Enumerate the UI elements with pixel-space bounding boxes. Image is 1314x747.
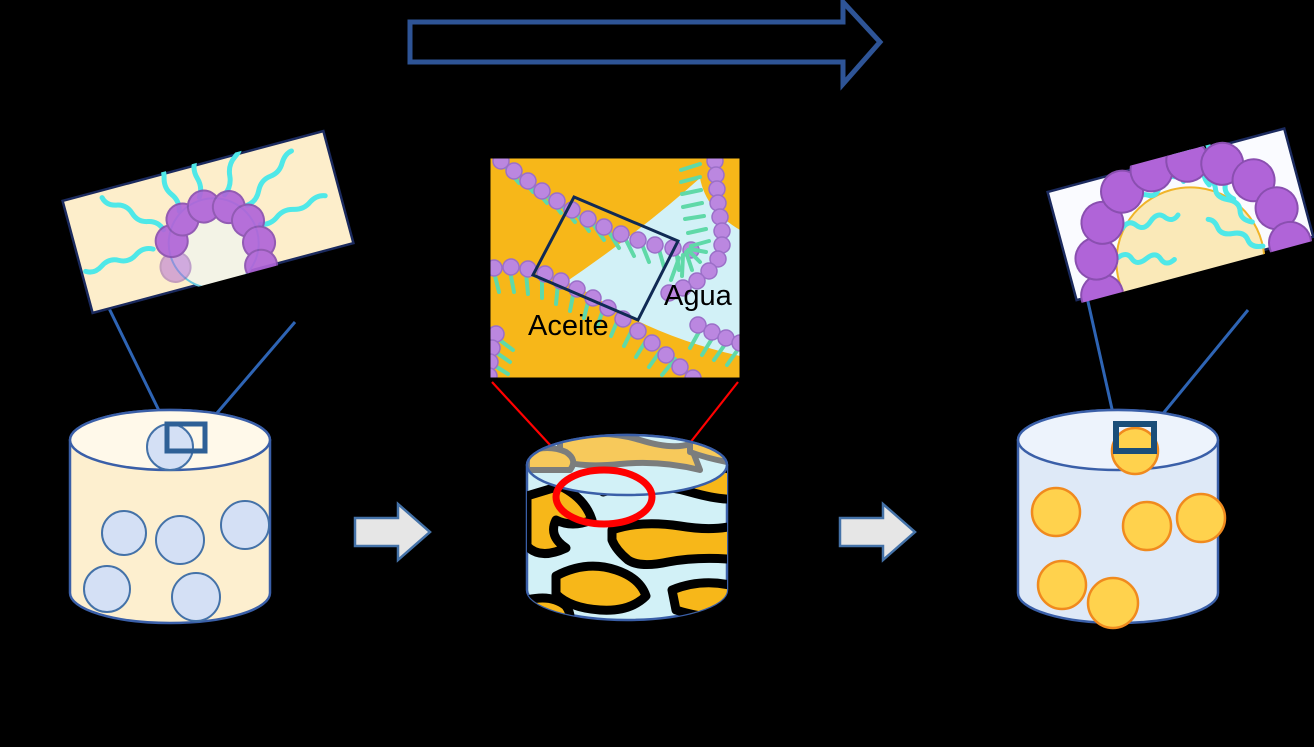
surfactant-layer-2 [490, 258, 702, 378]
vessel-oil-in-water [1016, 408, 1227, 630]
surfactant-layer-3 [660, 158, 731, 302]
highlight-ellipse [552, 466, 656, 528]
surfactant-tails [83, 127, 328, 275]
surfactant-layer-4 [688, 316, 740, 367]
oil-droplets [1030, 426, 1227, 630]
surfactant-heads [154, 189, 279, 283]
surfactant-layer-5 [490, 325, 515, 378]
stage-3-group [1016, 124, 1314, 630]
main-process-arrow [407, 0, 884, 91]
reverse-micelle-inset [61, 127, 355, 315]
arrow-stage2-to-stage3 [838, 501, 917, 563]
vessel-bicontinuous [525, 433, 729, 622]
stage-2-group: Aceite Agua [489, 157, 741, 622]
vessel-water-in-oil [68, 408, 272, 625]
normal-micelle-inset [1046, 124, 1314, 306]
stage-1-group [61, 127, 355, 625]
zoom-region-box [530, 195, 681, 322]
bicontinuous-structure-inset: Aceite Agua [490, 158, 740, 378]
water-label: Agua [664, 280, 733, 312]
oil-label: Aceite [528, 310, 609, 342]
water-droplets [83, 423, 270, 622]
arrow-stage1-to-stage2 [353, 501, 432, 563]
